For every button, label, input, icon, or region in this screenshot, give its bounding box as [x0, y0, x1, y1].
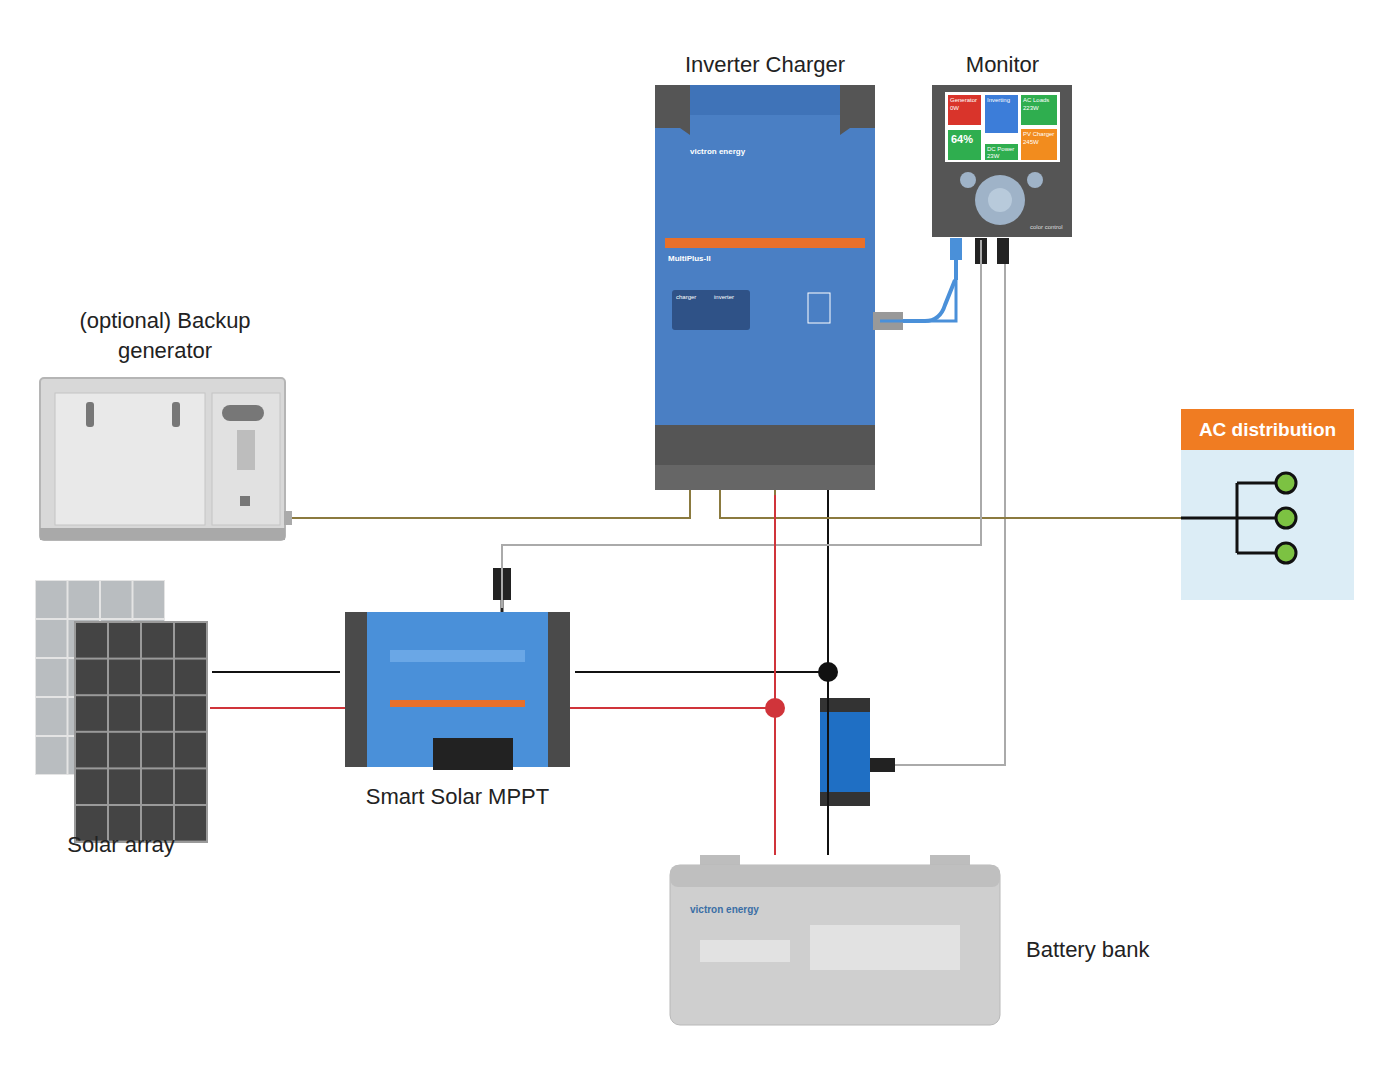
device-print: 23W — [987, 153, 999, 159]
device-label: Battery bank — [1026, 935, 1166, 965]
device-print: DC Power — [987, 146, 1014, 152]
device-print: victron energy — [690, 148, 745, 156]
device-node: Inverter Charger — [650, 48, 880, 495]
mppt-drawing — [345, 568, 570, 770]
device-print: MultiPlus-II — [668, 255, 711, 263]
device-print: victron energy — [690, 905, 759, 916]
battery-drawing — [670, 855, 1000, 1025]
device-print: 245W — [1023, 139, 1039, 145]
device-node: Solar array — [30, 578, 212, 863]
device-print: 64% — [951, 134, 973, 146]
wire-connector — [774, 495, 776, 855]
device-node: Battery bank — [668, 855, 1168, 1027]
wire-connector — [880, 240, 956, 321]
device-print: AC Loads — [1023, 97, 1049, 103]
device-label: (optional) Backup generator — [38, 306, 292, 366]
device-print: 223W — [1023, 105, 1039, 111]
device-label: Solar array — [30, 830, 212, 860]
device-node: Smart Solar MPPT — [340, 608, 575, 813]
wire-connector — [212, 671, 340, 673]
wire-connector — [575, 672, 828, 855]
device-print: inverter — [714, 294, 734, 300]
wire-connector — [502, 240, 981, 608]
device-label: Smart Solar MPPT — [340, 782, 575, 812]
device-print: 0W — [950, 105, 959, 111]
inverter-drawing — [655, 85, 955, 490]
panel-heading: AC distribution — [1181, 409, 1354, 450]
device-print: PV Charger — [1023, 131, 1054, 137]
device-label: Inverter Charger — [650, 50, 880, 80]
device-node: Monitor — [925, 48, 1080, 240]
solar-drawing — [35, 580, 207, 842]
wire-connector — [292, 495, 690, 518]
wires — [210, 240, 1005, 855]
monitor-drawing — [932, 85, 1072, 280]
device-label: Monitor — [925, 50, 1080, 80]
device-node: (optional) Backup generator — [38, 306, 292, 542]
generator-drawing — [40, 378, 292, 540]
device-print: Generator — [950, 97, 977, 103]
device-print: Inverting — [987, 97, 1010, 103]
device-print: color control — [1030, 224, 1063, 230]
wire-connector — [720, 495, 1181, 518]
shunt-drawing — [820, 698, 895, 806]
device-print: charger — [676, 294, 696, 300]
device-node: AC distribution — [1181, 409, 1354, 600]
